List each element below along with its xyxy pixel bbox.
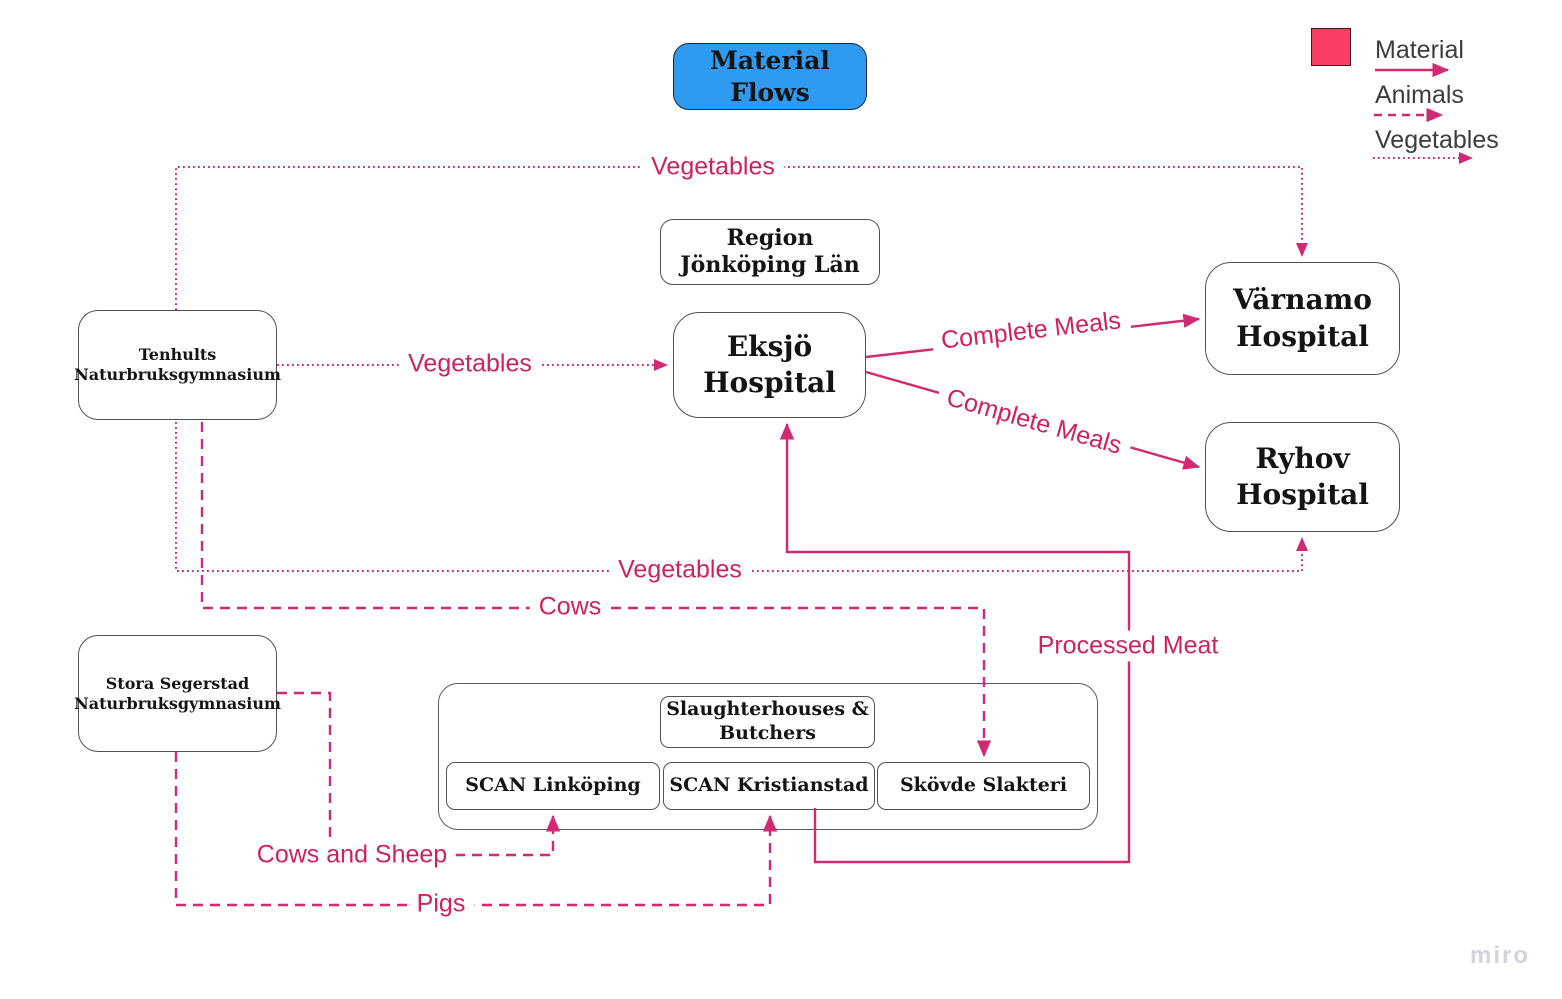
legend-item-material[interactable]: Material (1375, 36, 1464, 64)
flow-label-vegetables-mid[interactable]: Vegetables (399, 348, 541, 380)
miro-watermark: miro (1470, 942, 1531, 969)
node-skovde-slakteri[interactable]: Skövde Slakteri (877, 762, 1090, 810)
node-region-jonkoping[interactable]: Region Jönköping Län (660, 219, 880, 285)
node-stora-line2: Naturbruksgymnasium (74, 693, 281, 713)
connector-vegetables-bottom[interactable] (175, 422, 1308, 572)
flow-label-processed-meat[interactable]: Processed Meat (1028, 630, 1228, 662)
node-ryhov-line1: Ryhov (1255, 441, 1350, 475)
node-ryhov-line2: Hospital (1236, 478, 1369, 511)
node-scan-linkoping-label: SCAN Linköping (465, 774, 641, 797)
node-skovde-slakteri-label: Skövde Slakteri (899, 774, 1068, 797)
node-scan-linkoping[interactable]: SCAN Linköping (446, 762, 660, 810)
flow-label-cows-and-sheep[interactable]: Cows and Sheep (247, 839, 457, 871)
node-region-line1: Region (726, 224, 814, 251)
node-ryhov-hospital[interactable]: Ryhov Hospital (1205, 422, 1400, 532)
legend-item-vegetables[interactable]: Vegetables (1375, 126, 1499, 154)
flow-label-complete-meals-varnamo[interactable]: Complete Meals (930, 304, 1132, 358)
flow-label-complete-meals-ryhov[interactable]: Complete Meals (934, 379, 1134, 465)
node-slaughterhouses-butchers[interactable]: Slaughterhouses & Butchers (660, 696, 875, 748)
flow-label-pigs[interactable]: Pigs (407, 888, 475, 920)
node-eksjo-line1: Eksjö (726, 329, 813, 363)
node-scan-kristianstad-label: SCAN Kristianstad (669, 774, 869, 797)
flow-label-cows[interactable]: Cows (529, 591, 611, 623)
legend-swatch[interactable] (1311, 28, 1351, 66)
node-varnamo-line1: Värnamo (1233, 283, 1372, 317)
legend-item-animals[interactable]: Animals (1375, 81, 1464, 109)
node-stora-segerstad[interactable]: Stora Segerstad Naturbruksgymnasium (74, 635, 281, 752)
flow-label-vegetables-top[interactable]: Vegetables (642, 151, 784, 183)
diagram-title-label: Material Flows (710, 46, 830, 107)
node-varnamo-line2: Hospital (1236, 319, 1369, 353)
node-tenhults-line1: Tenhults (138, 345, 217, 364)
node-slaughterhouses-label: Slaughterhouses & Butchers (666, 698, 869, 744)
node-eksjo-hospital[interactable]: Eksjö Hospital (673, 312, 866, 418)
node-varnamo-hospital[interactable]: Värnamo Hospital (1205, 262, 1400, 375)
node-eksjo-line2: Hospital (703, 366, 836, 399)
node-region-line2: Jönköping Län (680, 252, 860, 278)
diagram-title[interactable]: Material Flows (673, 43, 867, 110)
node-stora-line1: Stora Segerstad (105, 673, 250, 693)
node-tenhults-line2: Naturbruksgymnasium (74, 365, 281, 384)
node-tenhults[interactable]: Tenhults Naturbruksgymnasium (74, 310, 281, 420)
flow-label-vegetables-bottom[interactable]: Vegetables (609, 554, 751, 586)
node-scan-kristianstad[interactable]: SCAN Kristianstad (663, 762, 875, 810)
